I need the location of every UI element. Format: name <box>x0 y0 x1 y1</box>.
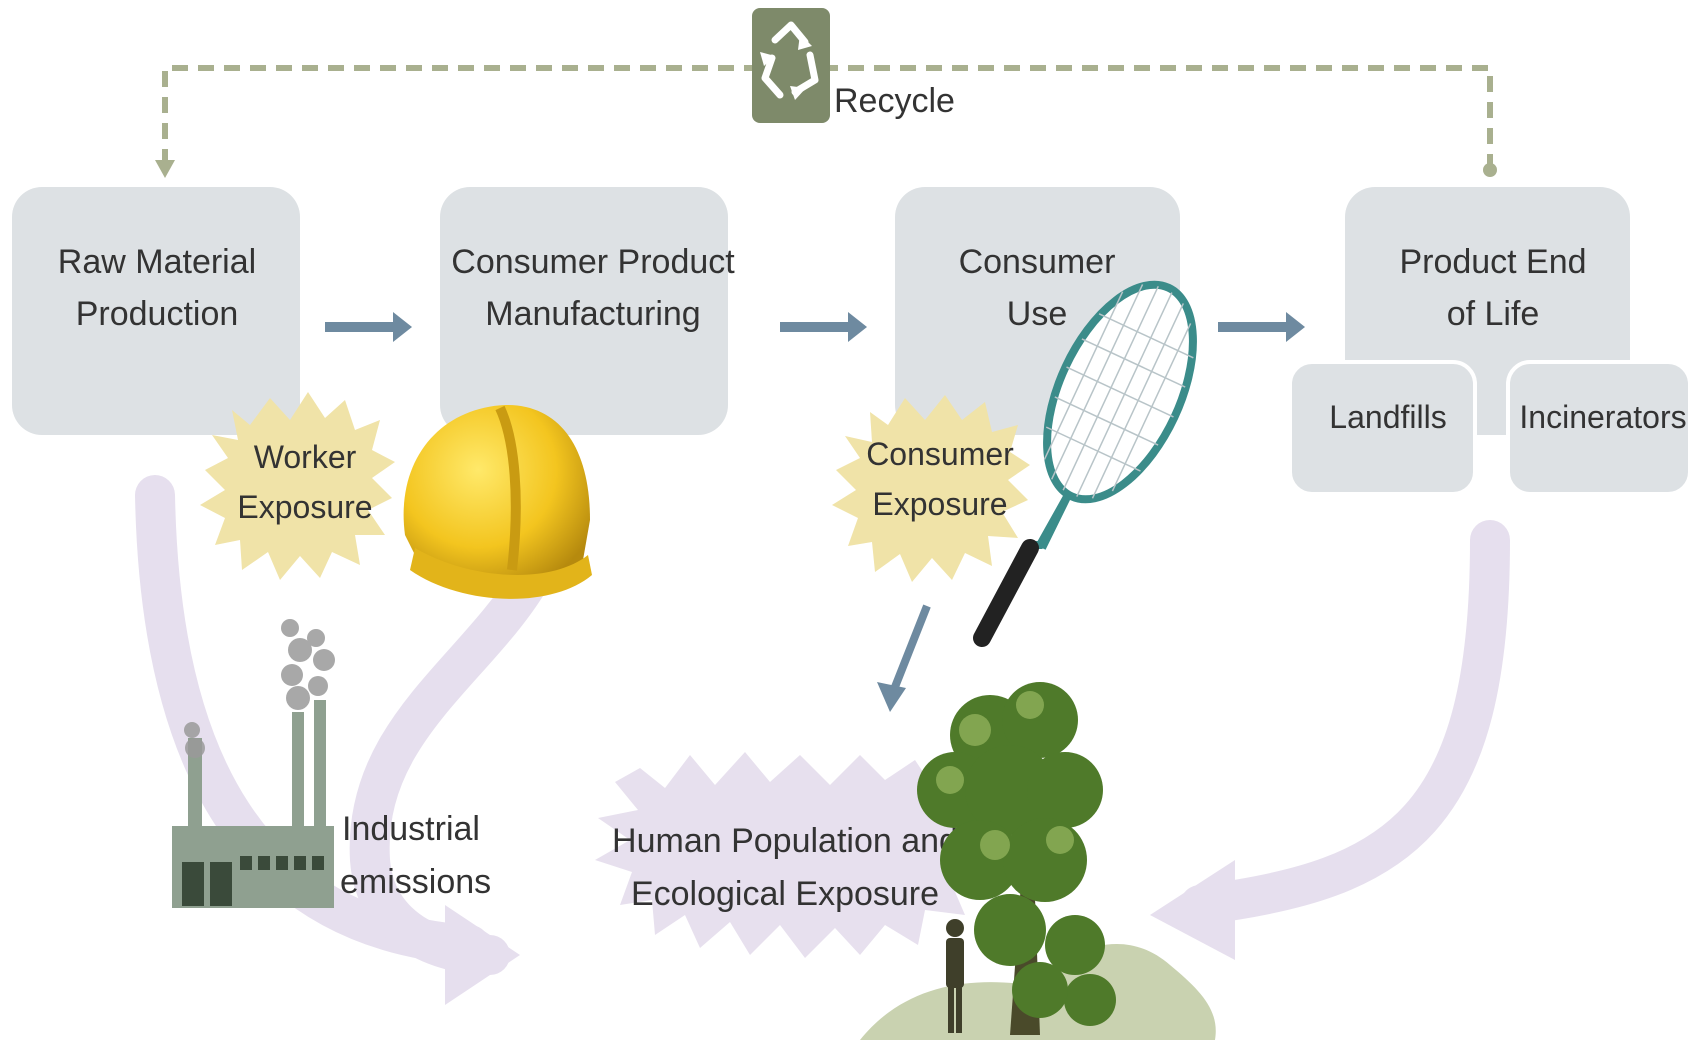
factory-icon <box>172 619 335 908</box>
emissions-line1: Industrial <box>342 810 480 848</box>
stage-raw-material-line1: Raw Material <box>58 243 256 281</box>
consumer-exposure-line1: Consumer <box>866 436 1014 472</box>
hard-hat-icon <box>403 404 592 599</box>
incinerators-box: Incinerators <box>1506 360 1692 496</box>
consumer-exposure-burst: Consumer Exposure <box>832 395 1030 582</box>
stage-end-of-life-line1: Product End <box>1399 243 1586 281</box>
worker-exposure-line2: Exposure <box>237 489 372 525</box>
population-exposure-line2: Ecological Exposure <box>631 875 939 913</box>
person-icon <box>946 919 964 1033</box>
tree-icon <box>917 682 1116 1035</box>
stage-raw-material: Raw Material Production <box>12 187 300 435</box>
landfills-box: Landfills <box>1288 360 1477 496</box>
stage-manufacturing-line1: Consumer Product <box>451 243 735 281</box>
stage-consumer-use-line2: Use <box>1007 295 1067 333</box>
flow-arrow-1 <box>325 312 412 342</box>
stage-consumer-use-line1: Consumer <box>959 243 1116 281</box>
population-exposure-line1: Human Population and <box>612 822 958 860</box>
flow-arrow-2 <box>780 312 867 342</box>
flow-arrow-consumer-to-population <box>877 604 931 712</box>
stage-end-of-life-line2: of Life <box>1447 295 1540 333</box>
population-exposure-burst: Human Population and Ecological Exposure <box>595 752 990 958</box>
stage-manufacturing-line2: Manufacturing <box>485 295 700 333</box>
stage-raw-material-line2: Production <box>76 295 239 333</box>
flow-arrowheads <box>445 860 1235 1005</box>
landfills-label: Landfills <box>1329 399 1446 435</box>
worker-exposure-burst: Worker Exposure <box>200 392 395 580</box>
emissions-line2: emissions <box>340 863 491 901</box>
recycle-arrowhead <box>155 160 175 178</box>
stage-manufacturing: Consumer Product Manufacturing <box>440 187 735 435</box>
recycle-icon <box>752 8 830 123</box>
tennis-racket-icon <box>973 280 1197 647</box>
recycle-loop-end <box>1483 163 1497 177</box>
worker-exposure-line1: Worker <box>254 439 357 475</box>
consumer-exposure-line2: Exposure <box>872 486 1007 522</box>
recycle-label: Recycle <box>834 82 955 120</box>
flow-arrow-3 <box>1218 312 1305 342</box>
incinerators-label: Incinerators <box>1519 399 1686 435</box>
